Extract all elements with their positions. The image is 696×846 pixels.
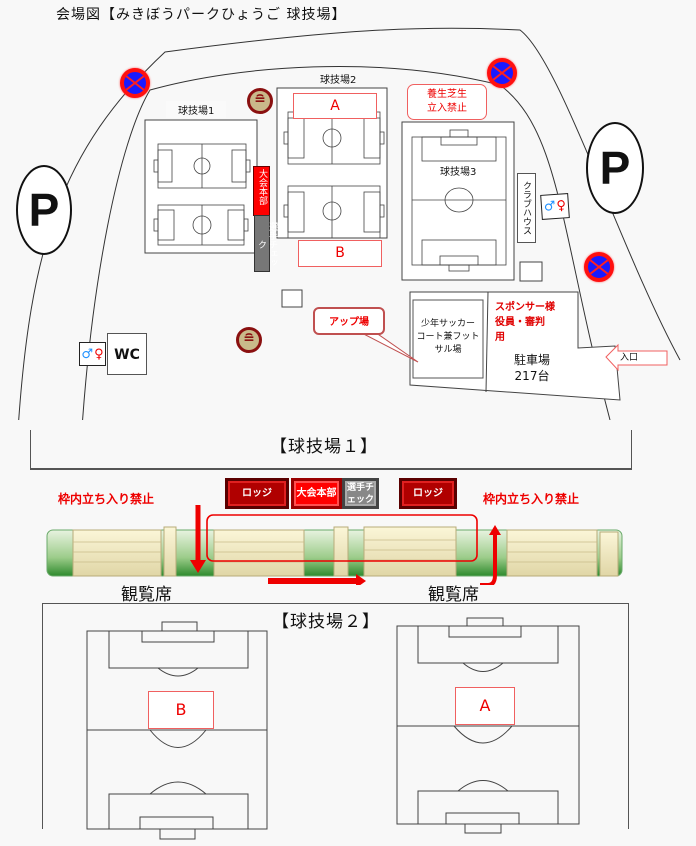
field2-detail-heading: 【球技場２】 — [272, 612, 380, 632]
parking-lot-capacity: 217台 — [514, 369, 550, 383]
no-entry-warning-right: 枠内立ち入り禁止 — [483, 492, 580, 506]
entrance-label[interactable]: 入口 — [620, 353, 639, 363]
sponsor-line: スポンサー様 — [495, 302, 555, 313]
headquarters-marker: 大会本部 — [253, 166, 270, 216]
club-house: クラブハウス — [517, 173, 536, 243]
field2-pitch-bottom — [283, 185, 385, 239]
pitch-b-marker: B — [298, 240, 382, 267]
turf-notice-line: 立入禁止 — [427, 103, 467, 114]
futsal-court-label: 少年サッカー コート兼フット サル場 — [416, 318, 480, 357]
field1-pitch-bottom — [153, 204, 249, 246]
futsal-line: コート兼フット — [416, 332, 480, 342]
field2-pitch-a: A — [455, 687, 515, 725]
parking-lot-title: 駐車場 — [514, 353, 551, 367]
parking-icon: P — [16, 165, 72, 255]
sponsor-parking-label: スポンサー様 役員・審判 用 — [495, 300, 555, 345]
toilet-icon: ♂♀ — [79, 342, 106, 366]
exit-arrowhead — [489, 525, 501, 535]
field1-pitch-top — [153, 143, 251, 189]
female-icon: ♀ — [556, 198, 567, 214]
pitch-right — [396, 617, 580, 834]
field2-label: 球技場2 — [320, 75, 357, 86]
male-icon: ♂ — [543, 198, 557, 215]
small-structure — [281, 289, 303, 308]
entry-arrow-down — [195, 505, 201, 560]
no-entry-warning-left: 枠内立ち入り禁止 — [58, 492, 155, 506]
headquarters-label: 大会本部 — [257, 169, 267, 205]
field3-label: 球技場3 — [440, 163, 477, 178]
no-parking-icon — [487, 58, 517, 88]
entrance-arrow-icon — [605, 343, 668, 372]
walk-arrow-right — [268, 578, 356, 584]
field1-detail-heading: 【球技場１】 — [270, 437, 378, 457]
seating-label-right: 観覧席 — [428, 585, 479, 605]
no-parking-icon — [120, 68, 150, 98]
stand-block — [72, 526, 619, 577]
field2-pitches — [86, 617, 580, 840]
page-title: 会場図【みきぼうパークひょうご 球技場】 — [56, 7, 347, 23]
parking-icon: P — [586, 122, 644, 214]
futsal-line: 少年サッカー — [420, 319, 475, 329]
male-icon: ♂ — [81, 346, 94, 362]
smoking-area-icon: ≘ — [247, 88, 273, 114]
warmup-area-callout: アップ場 — [313, 307, 385, 335]
futsal-court-box — [412, 299, 484, 379]
pitch-left — [86, 621, 268, 840]
player-check-marker: 選手チェック — [254, 215, 277, 272]
sponsor-line: 用 — [495, 332, 505, 343]
parking-sign-right: P — [599, 142, 631, 194]
sponsor-line: 役員・審判 — [495, 317, 545, 328]
seating-band — [46, 505, 623, 585]
seating-label-left: 観覧席 — [121, 585, 172, 605]
small-structure — [519, 261, 543, 282]
lodge-booth: ロッジ — [399, 478, 457, 509]
player-check-booth: 選手チェック — [342, 478, 379, 509]
lodge-booth: ロッジ — [225, 478, 289, 509]
field3-pitch — [411, 129, 507, 272]
walk-arrowhead — [356, 574, 366, 585]
field2-detail-frame — [42, 603, 629, 829]
field2-pitch-b: B — [148, 691, 214, 729]
no-parking-icon — [584, 252, 614, 282]
headquarters-booth: 大会本部 — [291, 478, 342, 509]
field3-boundary — [401, 121, 515, 281]
parking-sign-left: P — [28, 184, 60, 236]
turf-notice-line: 養生芝生 — [427, 89, 467, 100]
smoking-area-icon: ≘ — [236, 327, 262, 353]
restricted-zone-outline — [206, 514, 478, 562]
toilet-icon: ♂♀ — [540, 193, 570, 220]
female-icon: ♀ — [94, 346, 104, 362]
field1-boundary — [144, 119, 258, 254]
club-house-label: クラブハウス — [521, 181, 531, 235]
field1-label: 球技場1 — [166, 101, 227, 118]
futsal-line: サル場 — [434, 345, 462, 355]
field1-detail-frame — [30, 430, 632, 470]
entry-arrowhead — [190, 560, 206, 573]
wc-building: WC — [107, 333, 147, 375]
turf-protection-notice: 養生芝生 立入禁止 — [407, 84, 487, 120]
pitch-a-marker: A — [293, 93, 377, 119]
parking-lot-label: 駐車場 217台 — [514, 352, 550, 384]
player-check-label: 選手チェック — [256, 222, 277, 267]
